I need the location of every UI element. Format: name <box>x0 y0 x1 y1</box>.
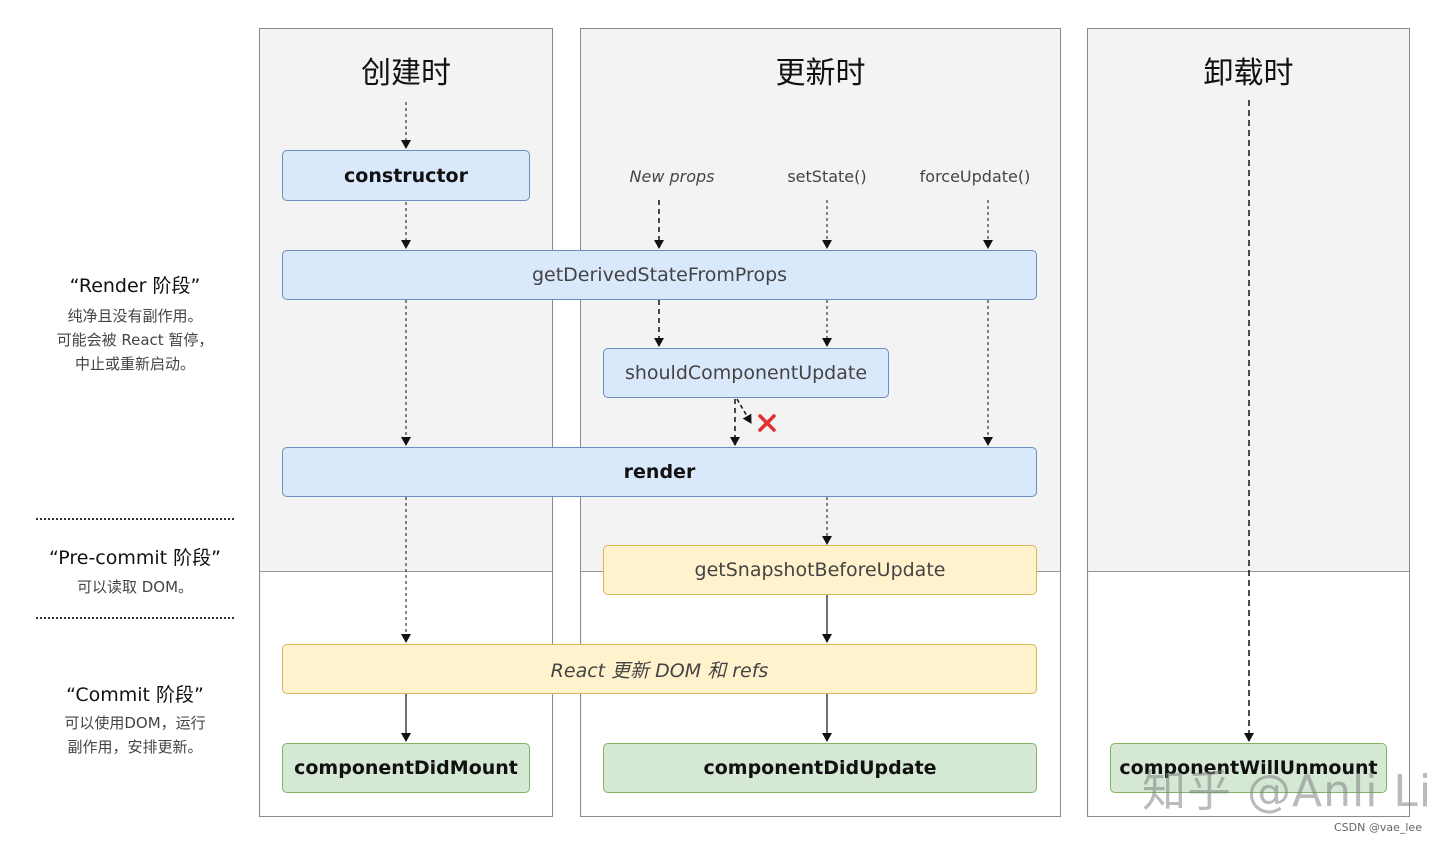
precommit-phase-title: “Pre-commit 阶段” <box>48 547 222 569</box>
commit-phase-line-2: 副作用，安排更新。 <box>67 738 203 756</box>
mount-column-title: 创建时 <box>361 56 451 91</box>
arrow-scu-rejected <box>736 398 752 424</box>
trigger-set-state: setState() <box>787 167 867 186</box>
phase-separator-2 <box>36 617 234 619</box>
render-phase-line-1: 纯净且没有副作用。 <box>67 307 203 325</box>
commit-phase-line-1: 可以使用DOM，运行 <box>64 714 206 732</box>
trigger-new-props: New props <box>629 167 715 186</box>
constructor-box: constructor <box>282 150 530 201</box>
render-box: render <box>282 447 1037 497</box>
component-will-unmount-box: componentWillUnmount <box>1110 743 1387 793</box>
precommit-phase-line-1: 可以读取 DOM。 <box>76 578 194 596</box>
reject-cross-icon <box>758 414 776 432</box>
get-snapshot-before-update-box: getSnapshotBeforeUpdate <box>603 545 1037 595</box>
should-component-update-box: shouldComponentUpdate <box>603 348 889 398</box>
update-column-title: 更新时 <box>775 56 866 91</box>
csdn-credit: CSDN @vae_lee <box>1334 821 1422 834</box>
unmount-column-title: 卸载时 <box>1203 56 1294 91</box>
component-did-update-box: componentDidUpdate <box>603 743 1037 793</box>
render-phase-line-3: 中止或重新启动。 <box>74 355 195 373</box>
react-update-dom-box: React 更新 DOM 和 refs <box>282 644 1037 694</box>
get-derived-state-from-props-box: getDerivedStateFromProps <box>282 250 1037 300</box>
component-did-mount-box: componentDidMount <box>282 743 530 793</box>
zhihu-watermark: 知乎 @Anli Li <box>1142 766 1433 817</box>
render-phase-line-2: 可能会被 React 暂停， <box>56 331 214 349</box>
trigger-force-update: forceUpdate() <box>919 167 1031 186</box>
phase-separator-1 <box>36 518 234 520</box>
render-phase-title: “Render 阶段” <box>69 275 201 297</box>
commit-phase-title: “Commit 阶段” <box>66 684 204 706</box>
